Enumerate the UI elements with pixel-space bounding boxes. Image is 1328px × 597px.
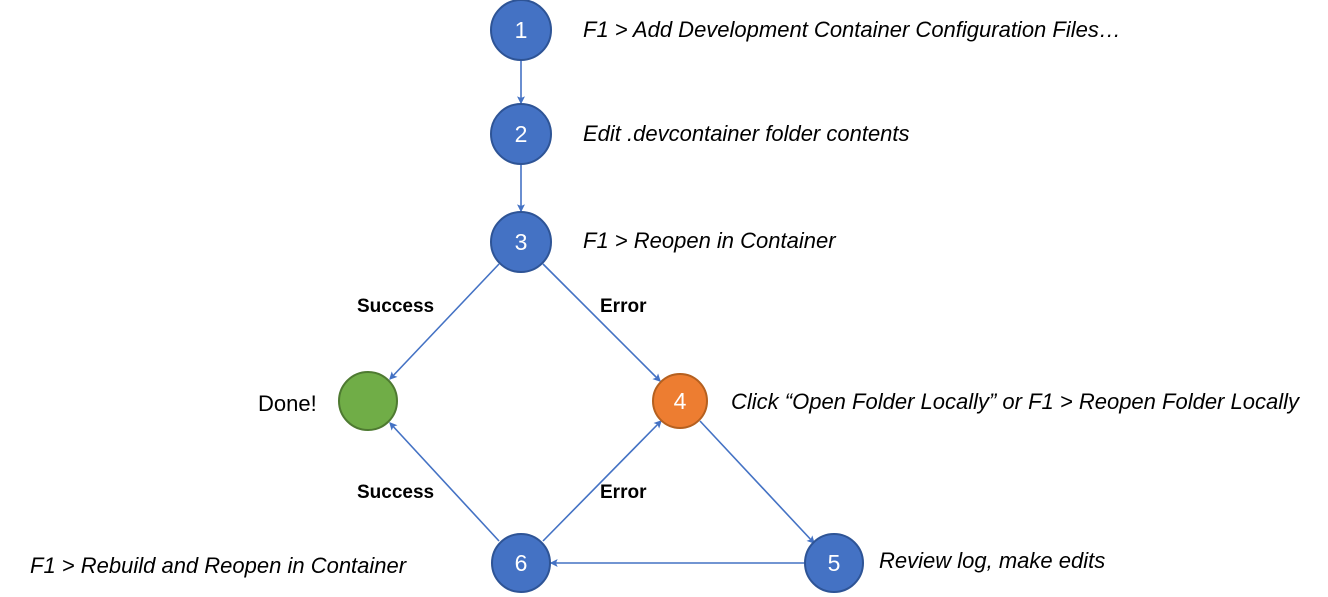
node-n4[interactable]: 4 [652,373,708,429]
edge-n6-to-done [389,422,500,542]
node-n3[interactable]: 3 [490,211,552,273]
branch-label-error-top: Error [600,296,647,317]
step-label-n1: F1 > Add Development Container Configura… [583,17,1121,42]
step-label-n4: Click “Open Folder Locally” or F1 > Reop… [731,389,1299,414]
plain-label-done: Done! [258,391,317,416]
step-label-n5: Review log, make edits [879,548,1106,573]
node-n2[interactable]: 2 [490,103,552,165]
edge-n3-to-done [389,263,500,380]
edge-lines [389,61,815,567]
branch-label-success-top: Success [357,296,435,317]
branch-label-success-bottom: Success [357,482,435,503]
node-done[interactable] [338,371,398,431]
step-label-n3: F1 > Reopen in Container [583,228,836,253]
node-n5[interactable]: 5 [804,533,864,593]
node-n1[interactable]: 1 [490,0,552,61]
node-n3-label: 3 [514,228,528,255]
step-label-n6: F1 > Rebuild and Reopen in Container [30,553,407,578]
edge-n6-to-n4 [542,420,662,542]
node-n5-label: 5 [827,549,841,576]
edge-n3-to-n4 [542,263,661,382]
step-label-n2: Edit .devcontainer folder contents [583,121,910,146]
branch-label-error-bottom: Error [600,482,647,503]
node-n6[interactable]: 6 [491,533,551,593]
node-n2-label: 2 [514,120,528,147]
node-n4-label: 4 [673,387,687,414]
node-n6-label: 6 [514,549,528,576]
edge-n4-to-n5 [699,420,815,544]
node-n1-label: 1 [514,16,528,43]
